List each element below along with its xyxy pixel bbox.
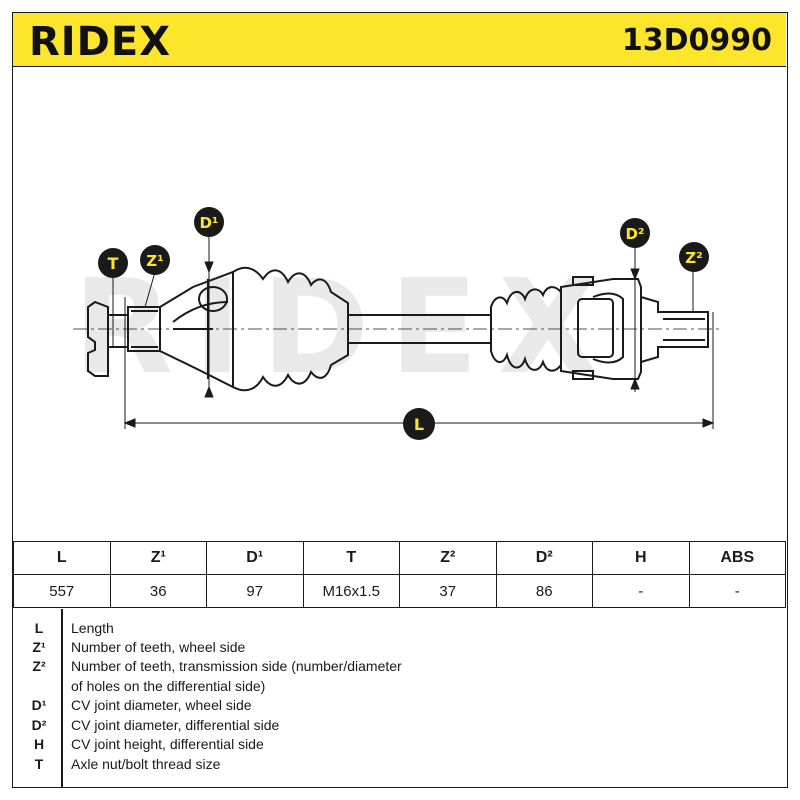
axle-nut bbox=[87, 300, 109, 377]
inner-cv-joint bbox=[560, 278, 642, 380]
legend-text: Length bbox=[71, 620, 114, 636]
legend-text: Axle nut/bolt thread size bbox=[71, 756, 221, 772]
outer-boot bbox=[232, 266, 349, 392]
legend-text: Number of teeth, wheel side bbox=[71, 639, 246, 655]
legend-symbol: Z¹ bbox=[32, 639, 46, 655]
legend-text: Number of teeth, transmission side (numb… bbox=[71, 658, 402, 674]
callout-L: L bbox=[403, 408, 435, 440]
value-cell: 97 bbox=[206, 574, 304, 608]
svg-text:Z²: Z² bbox=[685, 249, 702, 267]
spec-header-row: L Z¹ D¹ T Z² D² H ABS bbox=[13, 541, 786, 575]
cv-ball bbox=[198, 286, 228, 312]
legend-symbol: Z² bbox=[32, 658, 46, 674]
value-cell: - bbox=[688, 574, 786, 608]
value-cell: - bbox=[592, 574, 690, 608]
part-number: 13D0990 bbox=[621, 23, 772, 58]
legend-symbol: D¹ bbox=[31, 697, 47, 713]
svg-text:Z¹: Z¹ bbox=[146, 252, 163, 270]
legend-divider bbox=[61, 609, 63, 787]
brand-logo: RIDEX bbox=[29, 19, 172, 65]
svg-text:T: T bbox=[108, 254, 119, 273]
header-bar: RIDEX 13D0990 bbox=[13, 13, 786, 67]
legend-symbol: H bbox=[33, 736, 45, 752]
callout-D2: D² bbox=[620, 218, 650, 248]
tripod bbox=[577, 298, 614, 358]
drive-shaft-drawing: RIDEX bbox=[73, 207, 723, 440]
value-cell: 557 bbox=[13, 574, 111, 608]
callout-T: T bbox=[98, 248, 128, 278]
header-cell: ABS bbox=[688, 541, 786, 575]
value-cell: 37 bbox=[399, 574, 497, 608]
svg-text:D²: D² bbox=[625, 225, 644, 243]
value-cell: 86 bbox=[495, 574, 593, 608]
transmission-stub bbox=[640, 295, 709, 364]
legend-text: CV joint diameter, wheel side bbox=[71, 697, 252, 713]
value-cell: 36 bbox=[109, 574, 207, 608]
header-cell: D¹ bbox=[206, 541, 304, 575]
header-cell: H bbox=[592, 541, 690, 575]
spec-value-row: 557 36 97 M16x1.5 37 86 - - bbox=[13, 574, 786, 608]
legend-symbol: D² bbox=[31, 717, 47, 733]
technical-drawing: RIDEX bbox=[13, 67, 786, 541]
header-cell: Z² bbox=[399, 541, 497, 575]
svg-text:D¹: D¹ bbox=[199, 214, 218, 232]
datasheet-frame: RIDEX 13D0990 RIDEX bbox=[12, 12, 788, 788]
header-cell: T bbox=[302, 541, 400, 575]
callout-Z1: Z¹ bbox=[140, 245, 170, 275]
legend-text: CV joint height, differential side bbox=[71, 736, 264, 752]
legend-symbol: T bbox=[34, 756, 44, 772]
spec-table: L Z¹ D¹ T Z² D² H ABS 557 36 97 M16x1.5 … bbox=[13, 541, 786, 608]
legend-symbol: L bbox=[34, 620, 44, 636]
legend-text: CV joint diameter, differential side bbox=[71, 717, 280, 733]
header-cell: Z¹ bbox=[109, 541, 207, 575]
header-cell: L bbox=[13, 541, 111, 575]
callout-D1: D¹ bbox=[194, 207, 224, 237]
callout-Z2: Z² bbox=[679, 242, 709, 272]
header-cell: D² bbox=[495, 541, 593, 575]
drive-shaft bbox=[73, 266, 723, 392]
legend: L Length Z¹ Number of teeth, wheel side … bbox=[13, 609, 786, 787]
value-cell: M16x1.5 bbox=[302, 574, 400, 608]
svg-text:L: L bbox=[414, 415, 424, 434]
legend-text: of holes on the differential side) bbox=[71, 678, 266, 694]
